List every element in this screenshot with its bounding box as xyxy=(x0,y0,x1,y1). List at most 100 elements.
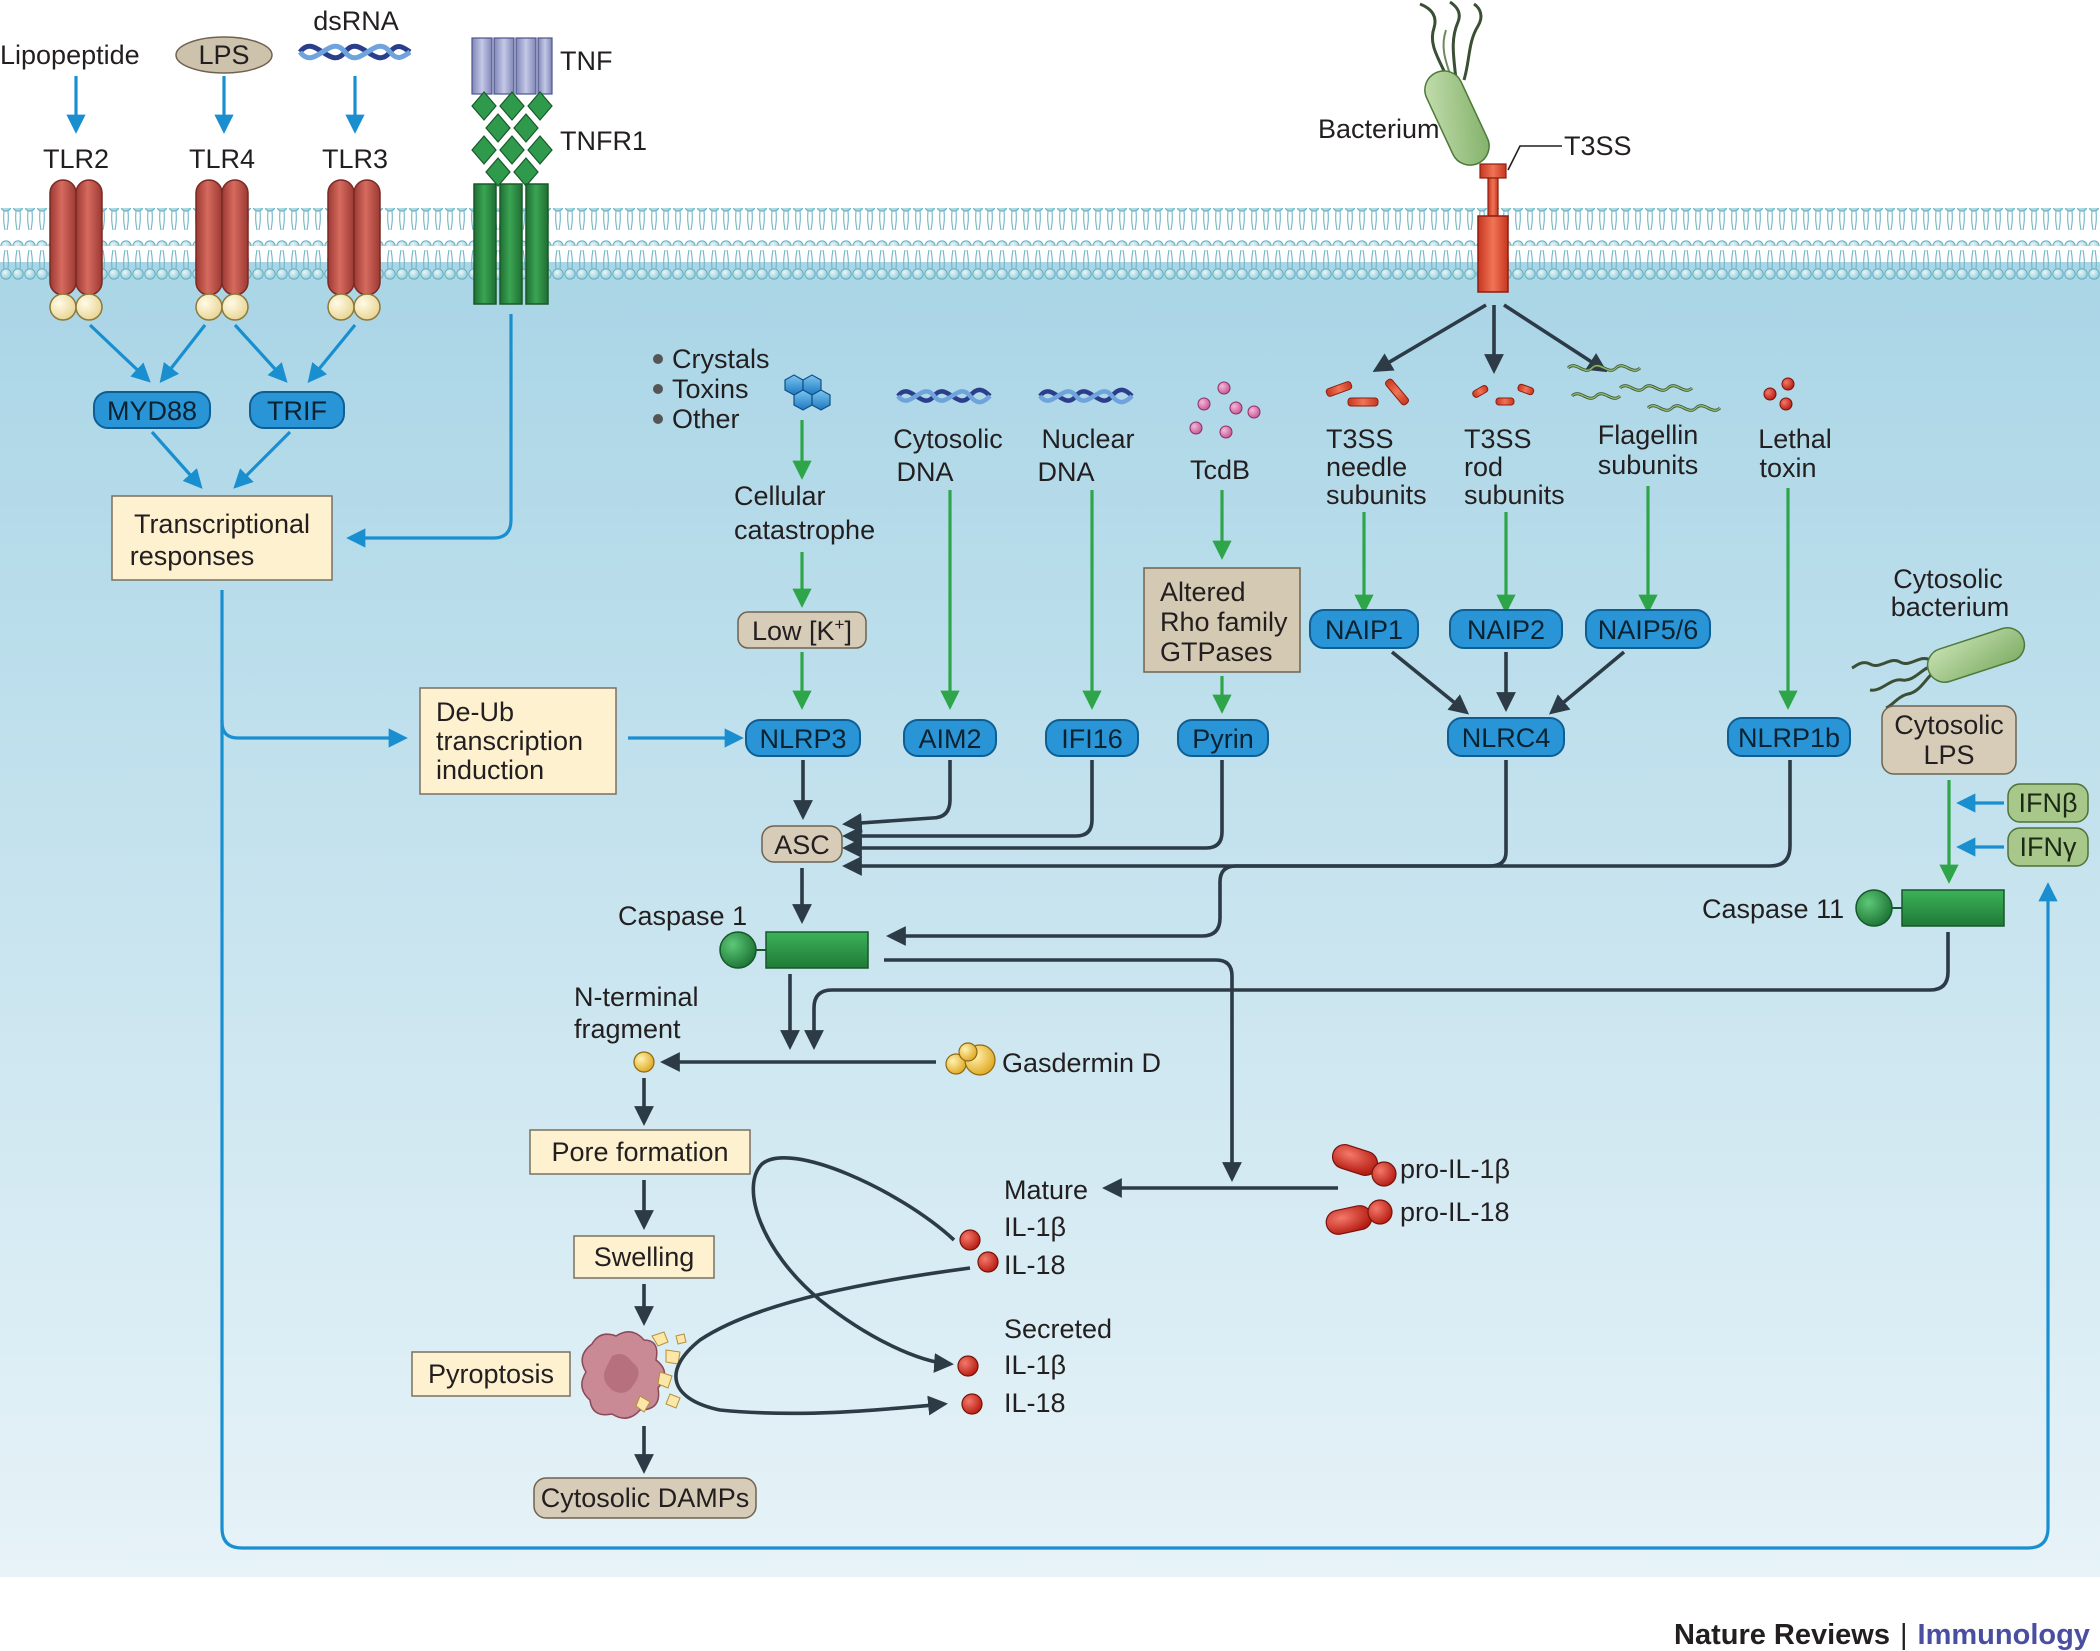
cytosolic-damps-box: Cytosolic DAMPs xyxy=(533,1477,757,1519)
altered-rho-box: Altered Rho family GTPases xyxy=(1143,567,1301,673)
footer: Nature Reviews | Immunology xyxy=(1674,1619,2090,1651)
naip1-label: NAIP1 xyxy=(1325,615,1403,645)
tcdb-label: TcdB xyxy=(1190,455,1250,485)
flagellin-subunits-icon xyxy=(1566,364,1722,412)
tlr4-receptor xyxy=(195,179,249,321)
nuclear-dna-helix-icon xyxy=(1038,387,1134,405)
swelling-label: Swelling xyxy=(594,1242,695,1272)
secreted-il1b-icon xyxy=(957,1355,979,1377)
mature-il18-icon xyxy=(977,1251,999,1273)
rod-label-2: rod xyxy=(1464,452,1503,482)
tlr2-label: TLR2 xyxy=(43,144,109,174)
deub-box: De-Ub transcription induction xyxy=(419,687,617,795)
rod-label-1: T3SS xyxy=(1464,424,1532,454)
dsrna-label: dsRNA xyxy=(313,6,399,36)
low-k-end: ] xyxy=(844,616,852,646)
ifi16-label: IFI16 xyxy=(1061,724,1123,754)
rod-subunits-icon xyxy=(1472,383,1535,406)
plasma-membrane xyxy=(0,208,2100,280)
cytosolic-dna-label-1: Cytosolic xyxy=(893,424,1003,454)
bacterium-label: Bacterium xyxy=(1318,114,1440,144)
lipopeptide-label: Lipopeptide xyxy=(0,40,140,70)
gasdermin-icon xyxy=(945,1042,996,1076)
pro-il1b-label: pro-IL-1β xyxy=(1400,1154,1510,1184)
tlr3-label: TLR3 xyxy=(322,144,388,174)
pro-il18-icon xyxy=(1325,1199,1393,1235)
cellular-label-1: Cellular xyxy=(734,481,826,511)
bacterium-icon xyxy=(1419,0,1490,166)
cytolps-label-1: Cytosolic xyxy=(1894,710,2004,740)
svg-text:Low [K+]: Low [K+] xyxy=(752,615,852,646)
asc-box: ASC xyxy=(761,825,843,863)
t3ss-label: T3SS xyxy=(1564,131,1632,161)
crystal-hexagon-icon xyxy=(784,374,831,411)
ifi16-pill: IFI16 xyxy=(1045,719,1139,757)
mature-il1b-icon xyxy=(959,1229,981,1251)
nlrc4-pill: NLRC4 xyxy=(1447,717,1565,757)
needle-subunits-icon xyxy=(1325,378,1409,407)
tnf-ligand xyxy=(471,37,553,95)
lethal-label-1: Lethal xyxy=(1758,424,1832,454)
lps-label: LPS xyxy=(198,40,249,70)
naip56-pill: NAIP5/6 xyxy=(1585,609,1711,649)
cytosolic-bacterium-icon xyxy=(1851,627,2026,710)
cytosolic-bacterium-label-1: Cytosolic xyxy=(1893,564,2003,594)
rod-label-3: subunits xyxy=(1464,480,1565,510)
naip2-label: NAIP2 xyxy=(1467,615,1545,645)
asc-label: ASC xyxy=(774,830,830,860)
mature-label-1: Mature xyxy=(1004,1175,1088,1205)
caspase11-label: Caspase 11 xyxy=(1702,894,1844,924)
deub-label-3: induction xyxy=(436,755,544,785)
tnf-label: TNF xyxy=(560,46,612,76)
nuclear-dna-label-1: Nuclear xyxy=(1041,424,1134,454)
transcriptional-label-2: responses xyxy=(130,541,255,571)
tlr3-receptor xyxy=(327,179,381,321)
footer-journal: Nature Reviews xyxy=(1674,1619,1890,1651)
nlrp1b-label: NLRP1b xyxy=(1738,723,1840,753)
nterm-label-2: fragment xyxy=(574,1014,681,1044)
pro-il18-label: pro-IL-18 xyxy=(1400,1197,1510,1227)
tlr2-receptor xyxy=(49,179,103,321)
gasdermin-label: Gasdermin D xyxy=(1002,1048,1161,1078)
nterm-fragment-icon xyxy=(633,1051,655,1073)
deub-label-1: De-Ub xyxy=(436,697,514,727)
ifnb-pill: IFNβ xyxy=(2007,783,2089,823)
dsrna-helix-icon xyxy=(298,43,412,61)
nuclear-dna-label-2: DNA xyxy=(1037,457,1094,487)
ifnb-label: IFNβ xyxy=(2018,788,2077,818)
tlr4-label: TLR4 xyxy=(189,144,255,174)
altered-label-1: Altered xyxy=(1160,577,1246,607)
cytosolic-dna-helix-icon xyxy=(896,387,992,405)
tcdb-particles-icon xyxy=(1189,381,1261,439)
needle-label-3: subunits xyxy=(1326,480,1427,510)
transcriptional-responses-box: Transcriptional responses xyxy=(111,495,333,581)
secreted-label-3: IL-18 xyxy=(1004,1388,1066,1418)
mature-label-3: IL-18 xyxy=(1004,1250,1066,1280)
t3ss-injectisome xyxy=(1477,163,1509,293)
myd88-pill: MYD88 xyxy=(93,391,211,429)
trif-pill: TRIF xyxy=(249,391,345,429)
low-k-sup: + xyxy=(835,615,845,634)
mature-label-2: IL-1β xyxy=(1004,1212,1066,1242)
aim2-label: AIM2 xyxy=(918,724,981,754)
trigger-bullets xyxy=(653,354,663,424)
tnfr1-label: TNFR1 xyxy=(560,126,647,156)
cellular-label-2: catastrophe xyxy=(734,515,875,545)
needle-label-1: T3SS xyxy=(1326,424,1394,454)
secreted-label-2: IL-1β xyxy=(1004,1350,1066,1380)
footer-section: Immunology xyxy=(1918,1619,2090,1651)
pore-label: Pore formation xyxy=(551,1137,728,1167)
footer-separator: | xyxy=(1900,1619,1908,1651)
low-k-text: Low [K xyxy=(752,616,835,646)
altered-label-2: Rho family xyxy=(1160,607,1288,637)
deub-label-2: transcription xyxy=(436,726,583,756)
caspase1-label: Caspase 1 xyxy=(618,901,747,931)
lethal-toxin-icon xyxy=(1763,377,1795,411)
aim2-pill: AIM2 xyxy=(903,719,997,757)
ifng-label: IFNγ xyxy=(2020,832,2077,862)
cytolps-label-2: LPS xyxy=(1923,740,1974,770)
caspase11-icon xyxy=(1855,889,2005,927)
nlrp3-pill: NLRP3 xyxy=(745,719,861,757)
nterm-label-1: N-terminal xyxy=(574,982,699,1012)
